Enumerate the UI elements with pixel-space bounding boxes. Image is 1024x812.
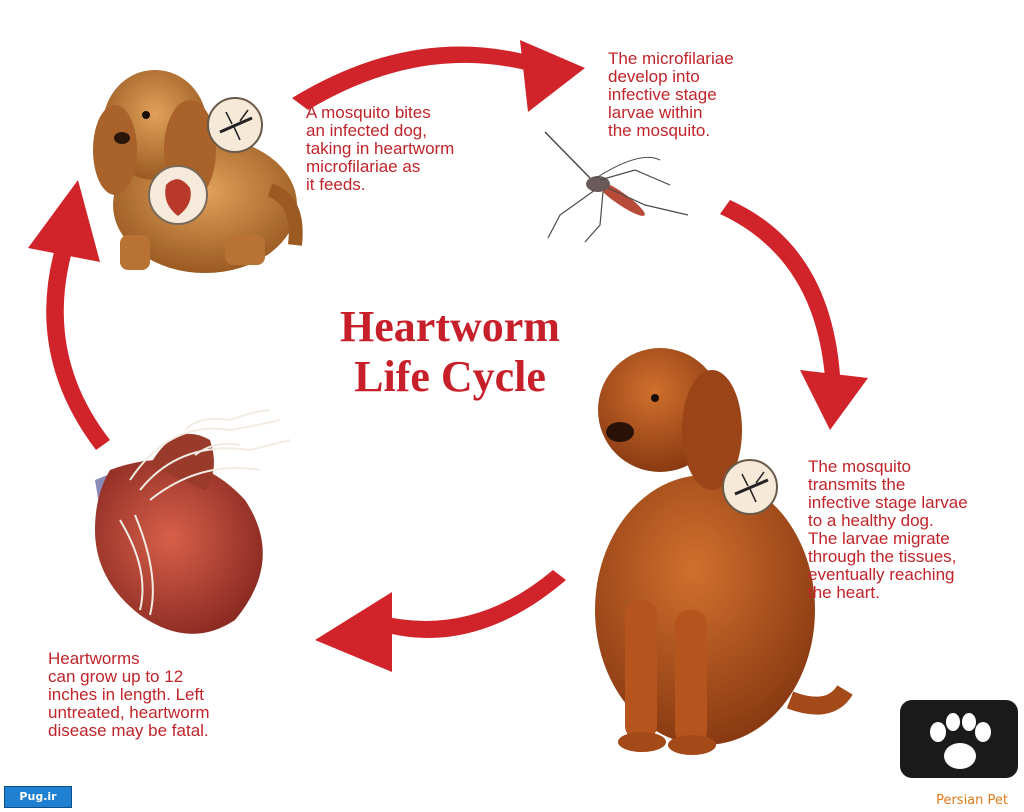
caption-develop: The microfilariae develop into infective… [608, 49, 734, 140]
mosquito-inset-2 [722, 459, 778, 515]
arrow-bottom [315, 570, 566, 672]
caption-bite: A mosquito bites an infected dog, taking… [306, 103, 455, 194]
cycle-arrows [28, 40, 868, 672]
heart-inset [148, 165, 208, 225]
mosquito-inset-1 [207, 97, 263, 153]
arrow-top [292, 40, 585, 112]
arrow-right [720, 200, 868, 430]
caption-grow: Heartworms can grow up to 12 inches in l… [48, 649, 210, 740]
mosquito-illustration [544, 131, 689, 243]
arrow-left [28, 180, 110, 450]
brand-text: Persian Pet [936, 793, 1008, 808]
site-badge[interactable]: Pug.ir [4, 786, 72, 808]
paw-logo [900, 700, 1018, 778]
diagram-title: Heartworm Life Cycle [340, 302, 560, 401]
healthy-dog-illustration [595, 348, 853, 755]
caption-transmit: The mosquito transmits the infective sta… [808, 457, 968, 602]
infected-heart-illustration [95, 409, 291, 634]
